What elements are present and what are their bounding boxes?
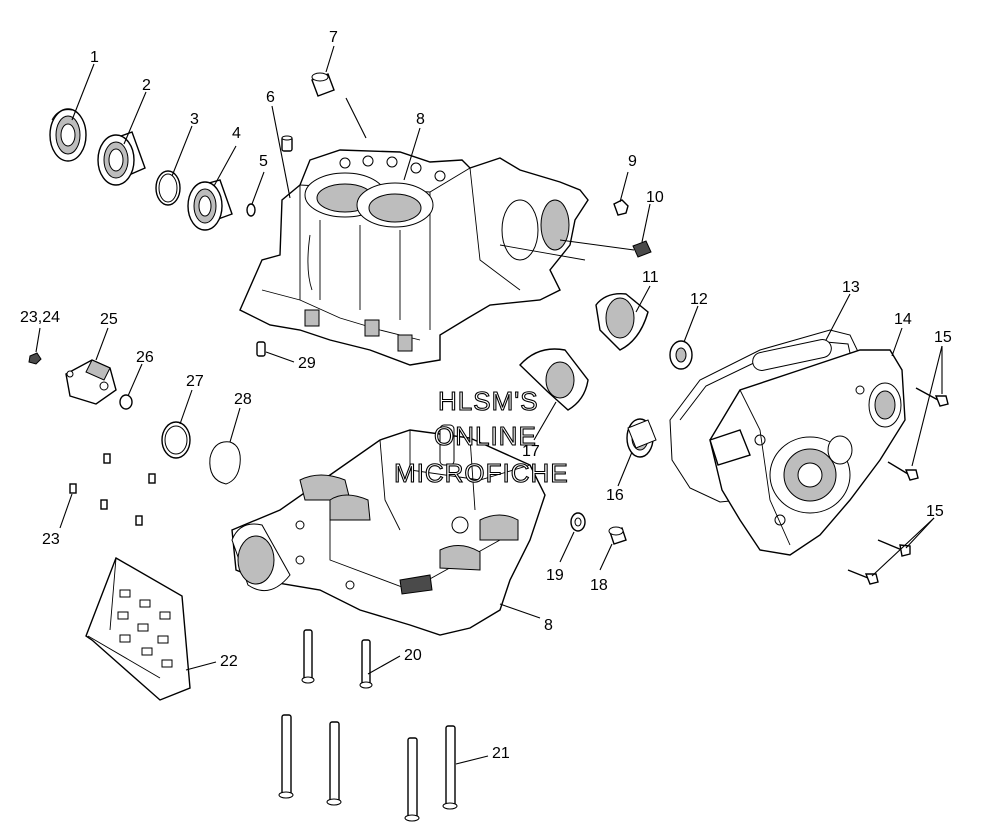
watermark-line-2: ONLINE [434, 421, 537, 451]
callout-27: 27 [186, 373, 204, 390]
callout-20: 20 [404, 647, 422, 664]
part-2-bearing [97, 131, 146, 186]
callout-8-lower: 8 [544, 617, 553, 634]
callout-labels: 1 2 3 4 5 6 7 8 9 10 11 12 13 14 15 15 1… [20, 29, 952, 762]
callout-7: 7 [329, 29, 338, 46]
part-1-oil-seal [49, 108, 87, 162]
part-3-o-ring [155, 170, 181, 206]
callout-23: 23 [42, 531, 60, 548]
callout-2: 2 [142, 77, 151, 94]
part-8-lower-crankcase [231, 424, 546, 636]
part-10-plug [559, 239, 652, 258]
callout-12: 12 [690, 291, 708, 308]
part-5-ring [246, 203, 256, 217]
callout-15-lower: 15 [926, 503, 944, 520]
callout-3: 3 [190, 111, 199, 128]
part-18-fitting [608, 526, 627, 545]
callout-14: 14 [894, 311, 912, 328]
part-15-bolts-lower [847, 539, 911, 585]
watermark-line-3: MICROFICHE [394, 458, 569, 488]
callout-26: 26 [136, 349, 154, 366]
part-11-bearing-shell [595, 293, 649, 351]
part-21-long-bolts [278, 714, 458, 822]
callout-10: 10 [646, 189, 664, 206]
part-14-cover [709, 349, 906, 556]
part-4-bearing [187, 179, 233, 231]
callout-6: 6 [266, 89, 275, 106]
watermark-line-1: HLSM'S [438, 386, 539, 416]
callout-5: 5 [259, 153, 268, 170]
callout-11: 11 [642, 269, 659, 286]
part-8-upper-crankcase [239, 149, 589, 366]
callout-19: 19 [546, 567, 564, 584]
part-16-seal [626, 418, 657, 458]
callout-16: 16 [606, 487, 624, 504]
leader-lines [35, 45, 943, 765]
part-19-washer [570, 512, 586, 532]
callout-8-upper: 8 [416, 111, 425, 128]
callout-23-24: 23,24 [20, 309, 60, 326]
callout-18: 18 [590, 577, 608, 594]
callout-9: 9 [628, 153, 637, 170]
part-23-screws [69, 453, 156, 526]
callout-22: 22 [220, 653, 238, 670]
part-28-snap-ring [209, 441, 241, 485]
callout-4: 4 [232, 125, 241, 142]
part-23-24-nut [28, 352, 42, 365]
callout-15-upper: 15 [934, 329, 952, 346]
part-9-nut [613, 199, 629, 216]
part-27-cap [161, 421, 191, 459]
callout-1: 1 [90, 49, 99, 66]
part-20-bolts [301, 629, 373, 689]
part-22-plate [85, 556, 191, 701]
part-26-o-ring [119, 394, 133, 410]
part-6-dowel [281, 135, 293, 152]
callout-25: 25 [100, 311, 118, 328]
part-17-bearing-shell [519, 348, 589, 411]
part-29-dowel [256, 341, 266, 357]
watermark: HLSM'S ONLINE MICROFICHE [393, 385, 569, 488]
part-15-bolts-upper [887, 387, 949, 481]
callout-21: 21 [492, 745, 510, 762]
part-12-washer [669, 340, 693, 370]
callout-17: 17 [522, 443, 540, 460]
callout-28: 28 [234, 391, 252, 408]
callout-13: 13 [842, 279, 860, 296]
part-25-housing [65, 359, 117, 405]
callout-29: 29 [298, 355, 316, 372]
part-7-pin [311, 72, 335, 97]
